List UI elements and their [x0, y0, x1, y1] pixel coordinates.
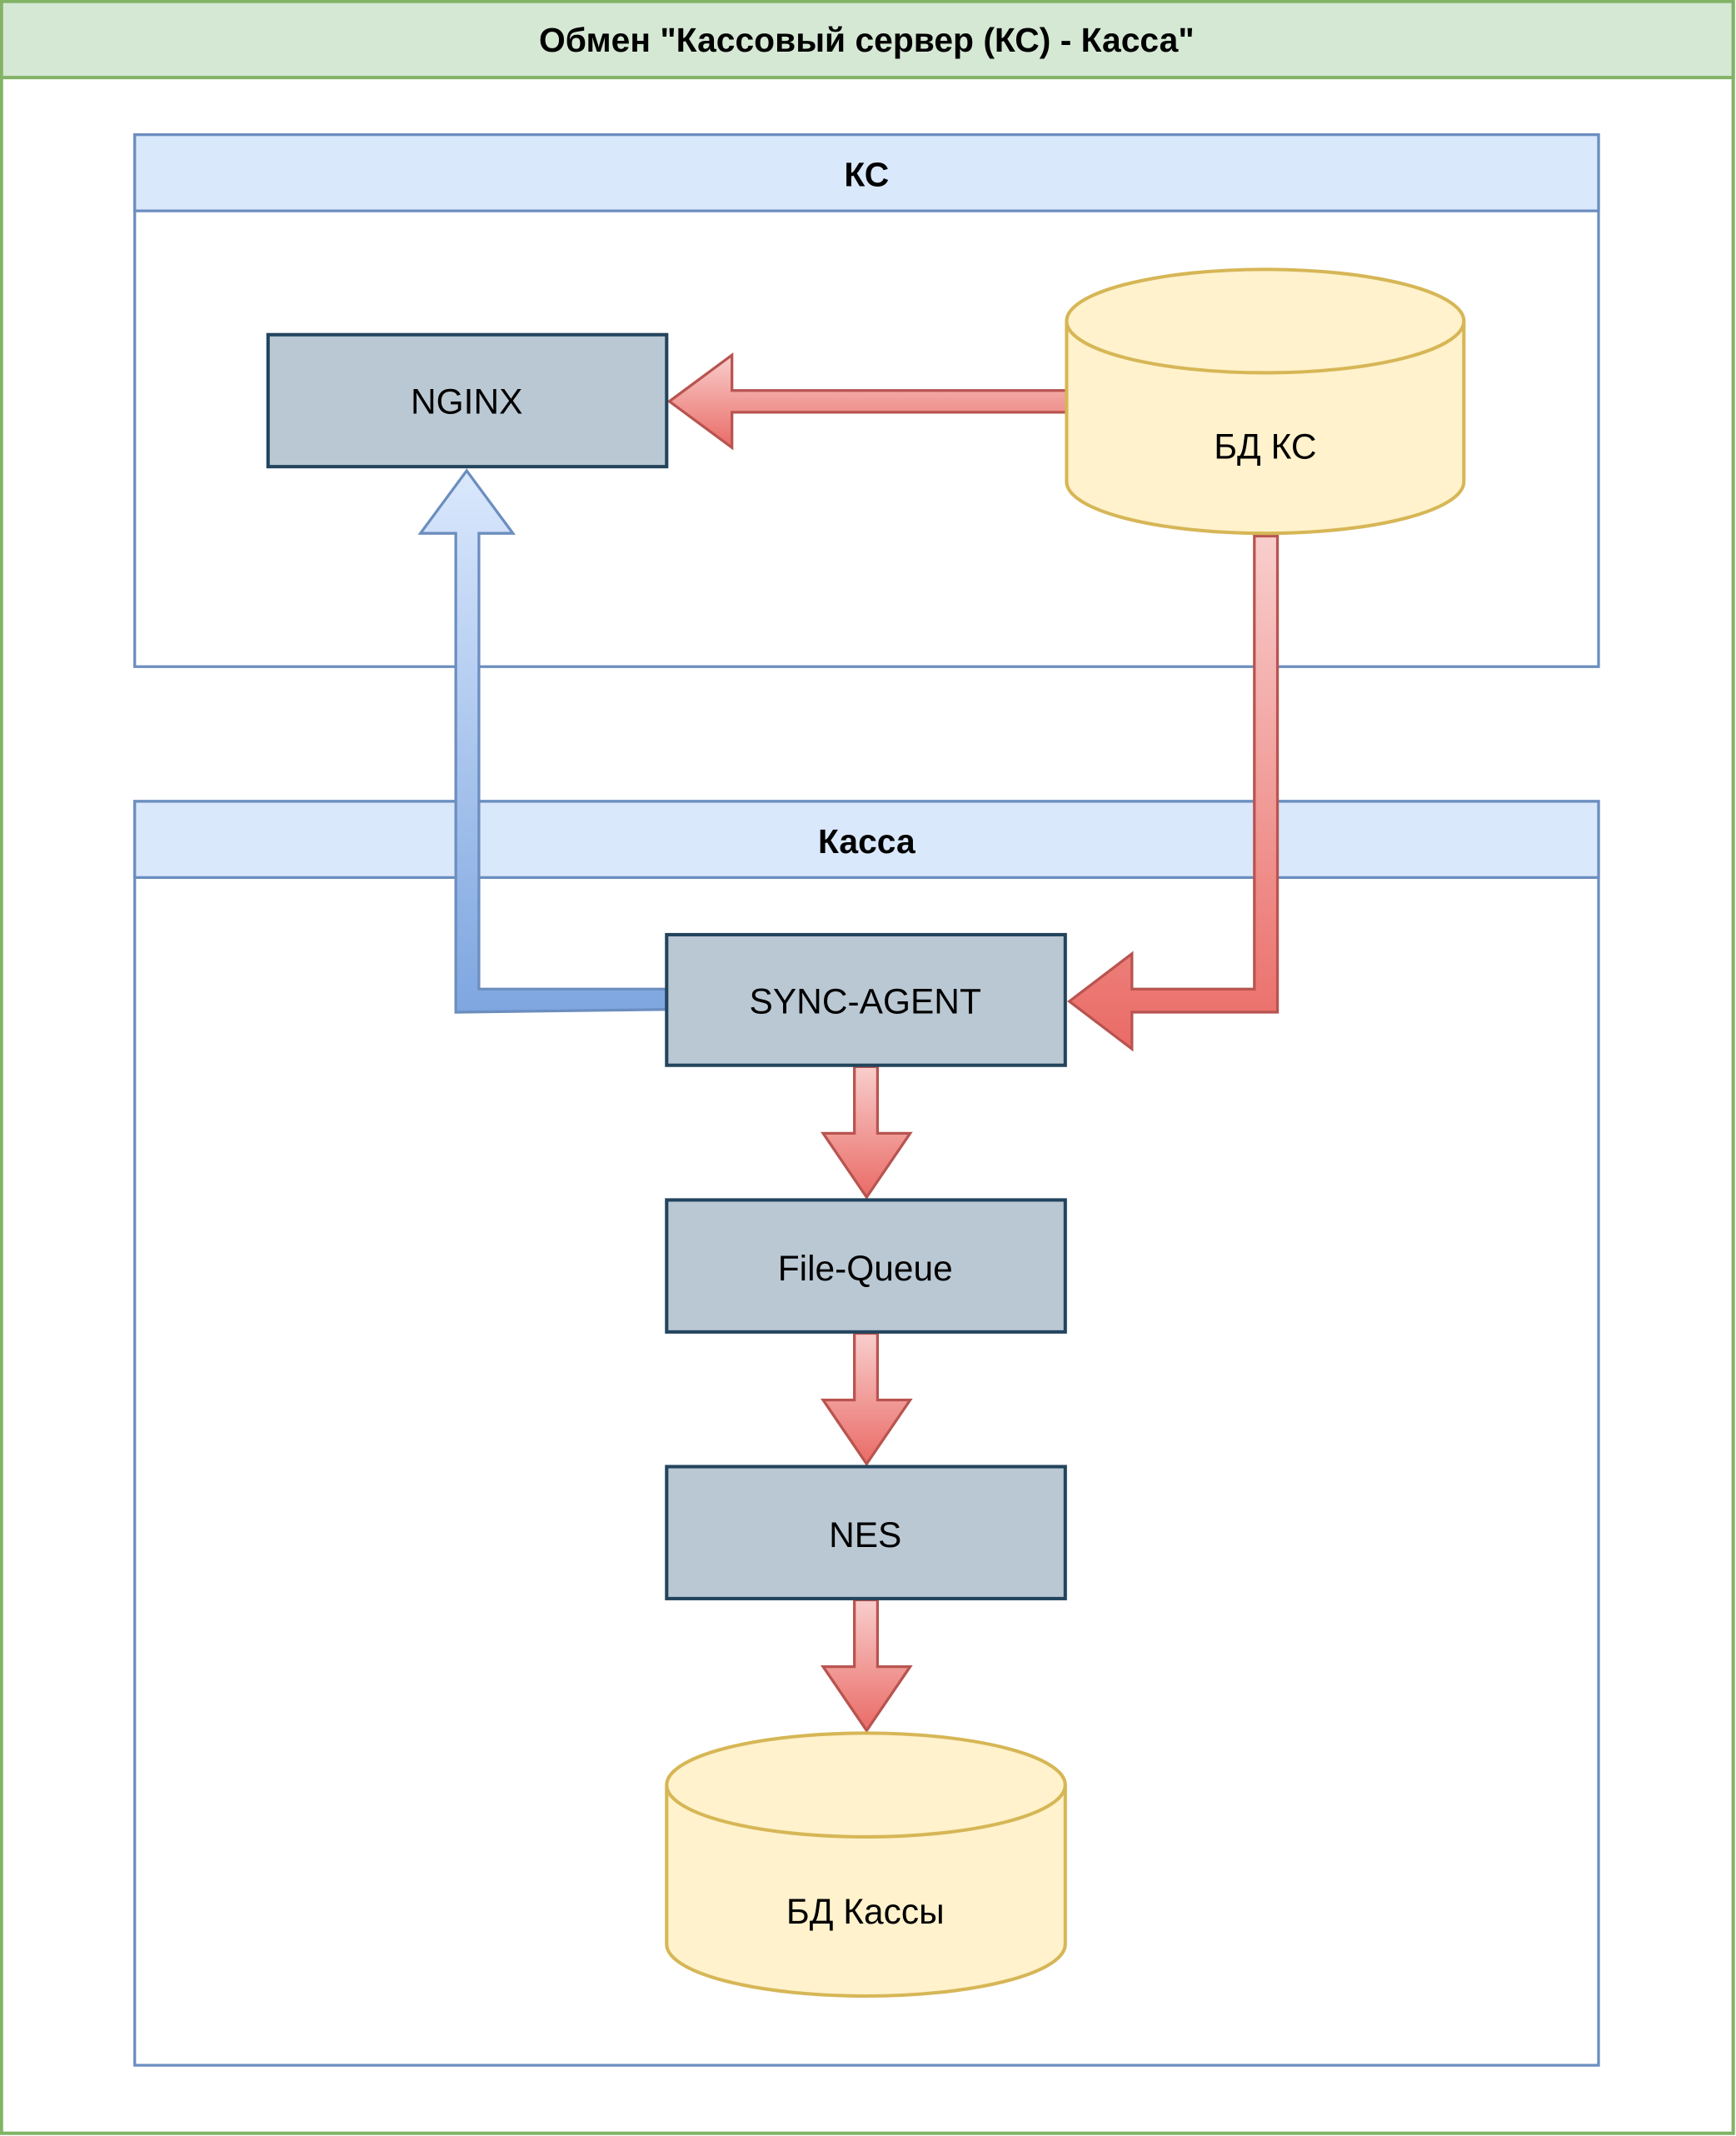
node-nginx-box[interactable]: [266, 332, 669, 469]
outer-header: [0, 0, 1735, 80]
node-sync-agent-label: SYNC-AGENT: [750, 982, 981, 1021]
lane-kassa-label: Касса: [818, 822, 915, 861]
node-db-kassa-rim: [665, 1784, 1067, 1839]
node-nginx[interactable]: NGINX: [266, 332, 669, 469]
node-nginx-label: NGINX: [411, 382, 522, 421]
node-file-queue-label: File-Queue: [778, 1249, 953, 1288]
node-db-ks-rim: [1065, 321, 1466, 375]
node-db-ks-label: БД КС: [1214, 427, 1316, 466]
edge-nes-to-db-kassa: [821, 1598, 913, 1734]
lane-kassa-header: [133, 800, 1600, 879]
edge-file-queue-to-nes: [821, 1331, 913, 1467]
lane-ks-label: КС: [844, 156, 889, 194]
node-db-ks-cylinder[interactable]: [1065, 267, 1466, 536]
lane-ks-header: [133, 133, 1600, 212]
node-db-ks[interactable]: БД КС: [1065, 267, 1466, 536]
node-sync-agent-box[interactable]: [665, 932, 1067, 1067]
edge-db-ks-to-nginx: [666, 352, 1069, 451]
node-nes[interactable]: NES: [665, 1465, 1067, 1600]
node-sync-agent[interactable]: SYNC-AGENT: [665, 932, 1067, 1067]
node-nes-label: NES: [829, 1515, 901, 1555]
diagram-title: Обмен "Кассовый сервер (КС) - Касса": [539, 21, 1195, 59]
node-file-queue-box[interactable]: [665, 1198, 1067, 1334]
node-nes-box[interactable]: [665, 1465, 1067, 1600]
edge-sync-agent-to-file-queue: [821, 1065, 913, 1200]
node-db-kassa[interactable]: БД Кассы: [665, 1731, 1067, 1999]
node-file-queue[interactable]: File-Queue: [665, 1198, 1067, 1334]
edge-db-ks-to-sync-agent: [1067, 534, 1280, 1052]
node-db-kassa-label: БД Кассы: [786, 1892, 945, 1931]
edge-sync-agent-to-nginx: [417, 468, 668, 1014]
node-db-kassa-cylinder[interactable]: [665, 1731, 1067, 1999]
